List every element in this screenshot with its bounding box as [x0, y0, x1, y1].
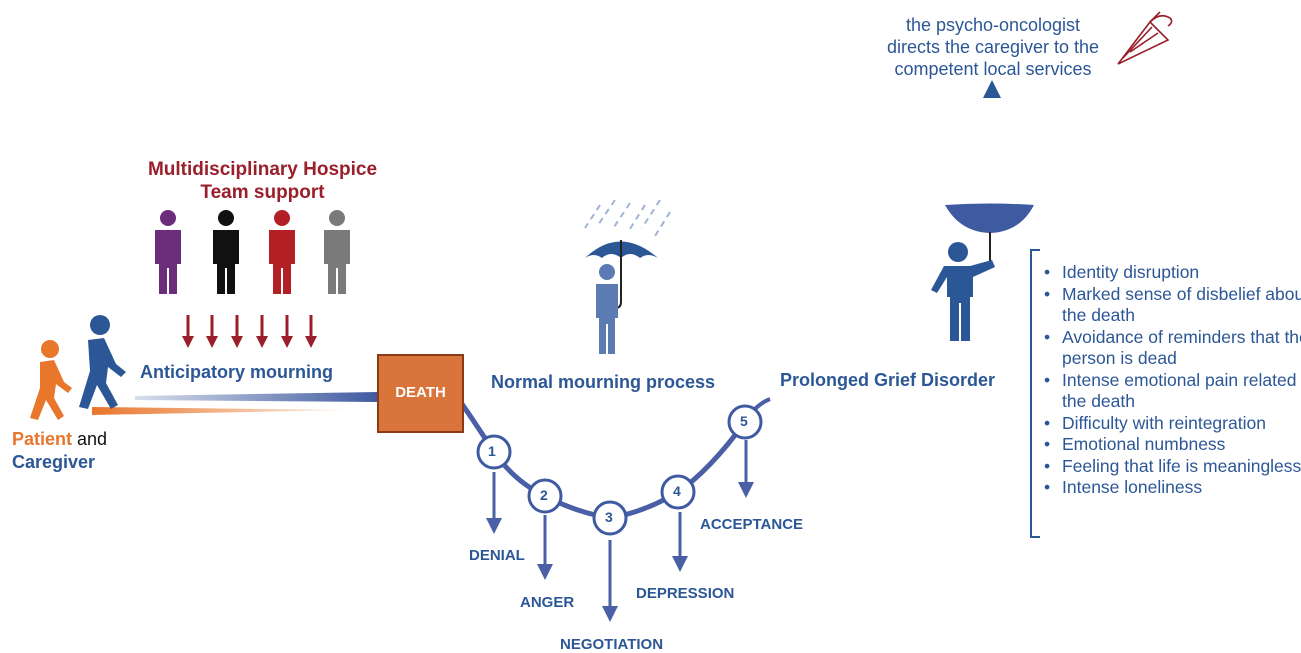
psycho-oncologist-note: the psycho-oncologist directs the caregi… [886, 15, 1100, 79]
team-title: Multidisciplinary Hospice Team support [140, 158, 385, 204]
stage-circle-5 [727, 404, 763, 440]
death-box [377, 354, 464, 433]
team-support-arrows [182, 315, 317, 348]
mourning-person-icon [596, 264, 618, 354]
team-person-icon-black [213, 210, 239, 294]
team-person-icon-gray [324, 210, 350, 294]
rain-lines-icon [584, 199, 671, 237]
anticipatory-label: Anticipatory mourning [140, 362, 333, 382]
stage-circle-1 [476, 434, 512, 470]
prolonged-grief-label: Prolonged Grief Disorder [780, 370, 996, 390]
stage-arrows [486, 440, 754, 622]
team-title-line1: Multidisciplinary Hospice [147, 159, 378, 180]
pgd-symptom-item: Intense loneliness [1044, 477, 1301, 499]
stage-circles [476, 404, 763, 536]
stage-label-acceptance: ACCEPTANCE [700, 516, 804, 533]
caregiver-label: Caregiver [12, 452, 96, 472]
pgd-symptom-item: Feeling that life is meaningless [1044, 456, 1301, 478]
pgd-symptom-item: Marked sense of disbelief about the deat… [1044, 284, 1301, 327]
stage-number-3: 3 [605, 509, 613, 525]
stage-label-denial: DENIAL [469, 547, 525, 564]
stage-label-negotiation: NEGOTIATION [560, 636, 664, 653]
caregiver-walking-icon [79, 315, 126, 409]
stage-number-5: 5 [740, 413, 748, 429]
stage-circle-3 [592, 500, 628, 536]
pgd-symptom-item: Emotional numbness [1044, 434, 1301, 456]
stage-circle-4 [660, 474, 696, 510]
pgd-symptom-item: Intense emotional pain related to the de… [1044, 370, 1301, 413]
stage-number-1: 1 [488, 443, 496, 459]
stage-circle-2 [527, 478, 563, 514]
pgd-bracket [1030, 249, 1040, 538]
death-label: DEATH [395, 384, 446, 401]
stage-number-2: 2 [540, 487, 548, 503]
patient-walking-icon [30, 340, 72, 420]
stage-label-anger: ANGER [520, 594, 575, 611]
stage-label-depression: DEPRESSION [636, 585, 735, 602]
pgd-symptom-item: Difficulty with reintegration [1044, 413, 1301, 435]
anticipatory-line [135, 392, 378, 402]
pgd-symptom-item: Identity disruption [1044, 262, 1301, 284]
stage-number-4: 4 [673, 483, 681, 499]
patient-label: Patient [12, 429, 73, 449]
pgd-symptom-list: Identity disruption Marked sense of disb… [1034, 262, 1301, 499]
patient-caregiver-label: Patient and Caregiver [12, 428, 107, 474]
team-person-icon-red [269, 210, 295, 294]
broken-umbrella-icon [1117, 11, 1173, 65]
upward-arrow-head [983, 80, 1001, 98]
pgd-symptom-item: Avoidance of reminders that the person i… [1044, 327, 1301, 370]
team-person-icon-purple [155, 210, 181, 294]
normal-mourning-label: Normal mourning process [491, 372, 716, 392]
caregiver-orange-line [92, 407, 350, 415]
pgd-person-icon [931, 242, 995, 341]
umbrella-icon-normal [585, 240, 658, 309]
and-label: and [77, 429, 108, 449]
team-title-line2: Team support [200, 182, 325, 203]
